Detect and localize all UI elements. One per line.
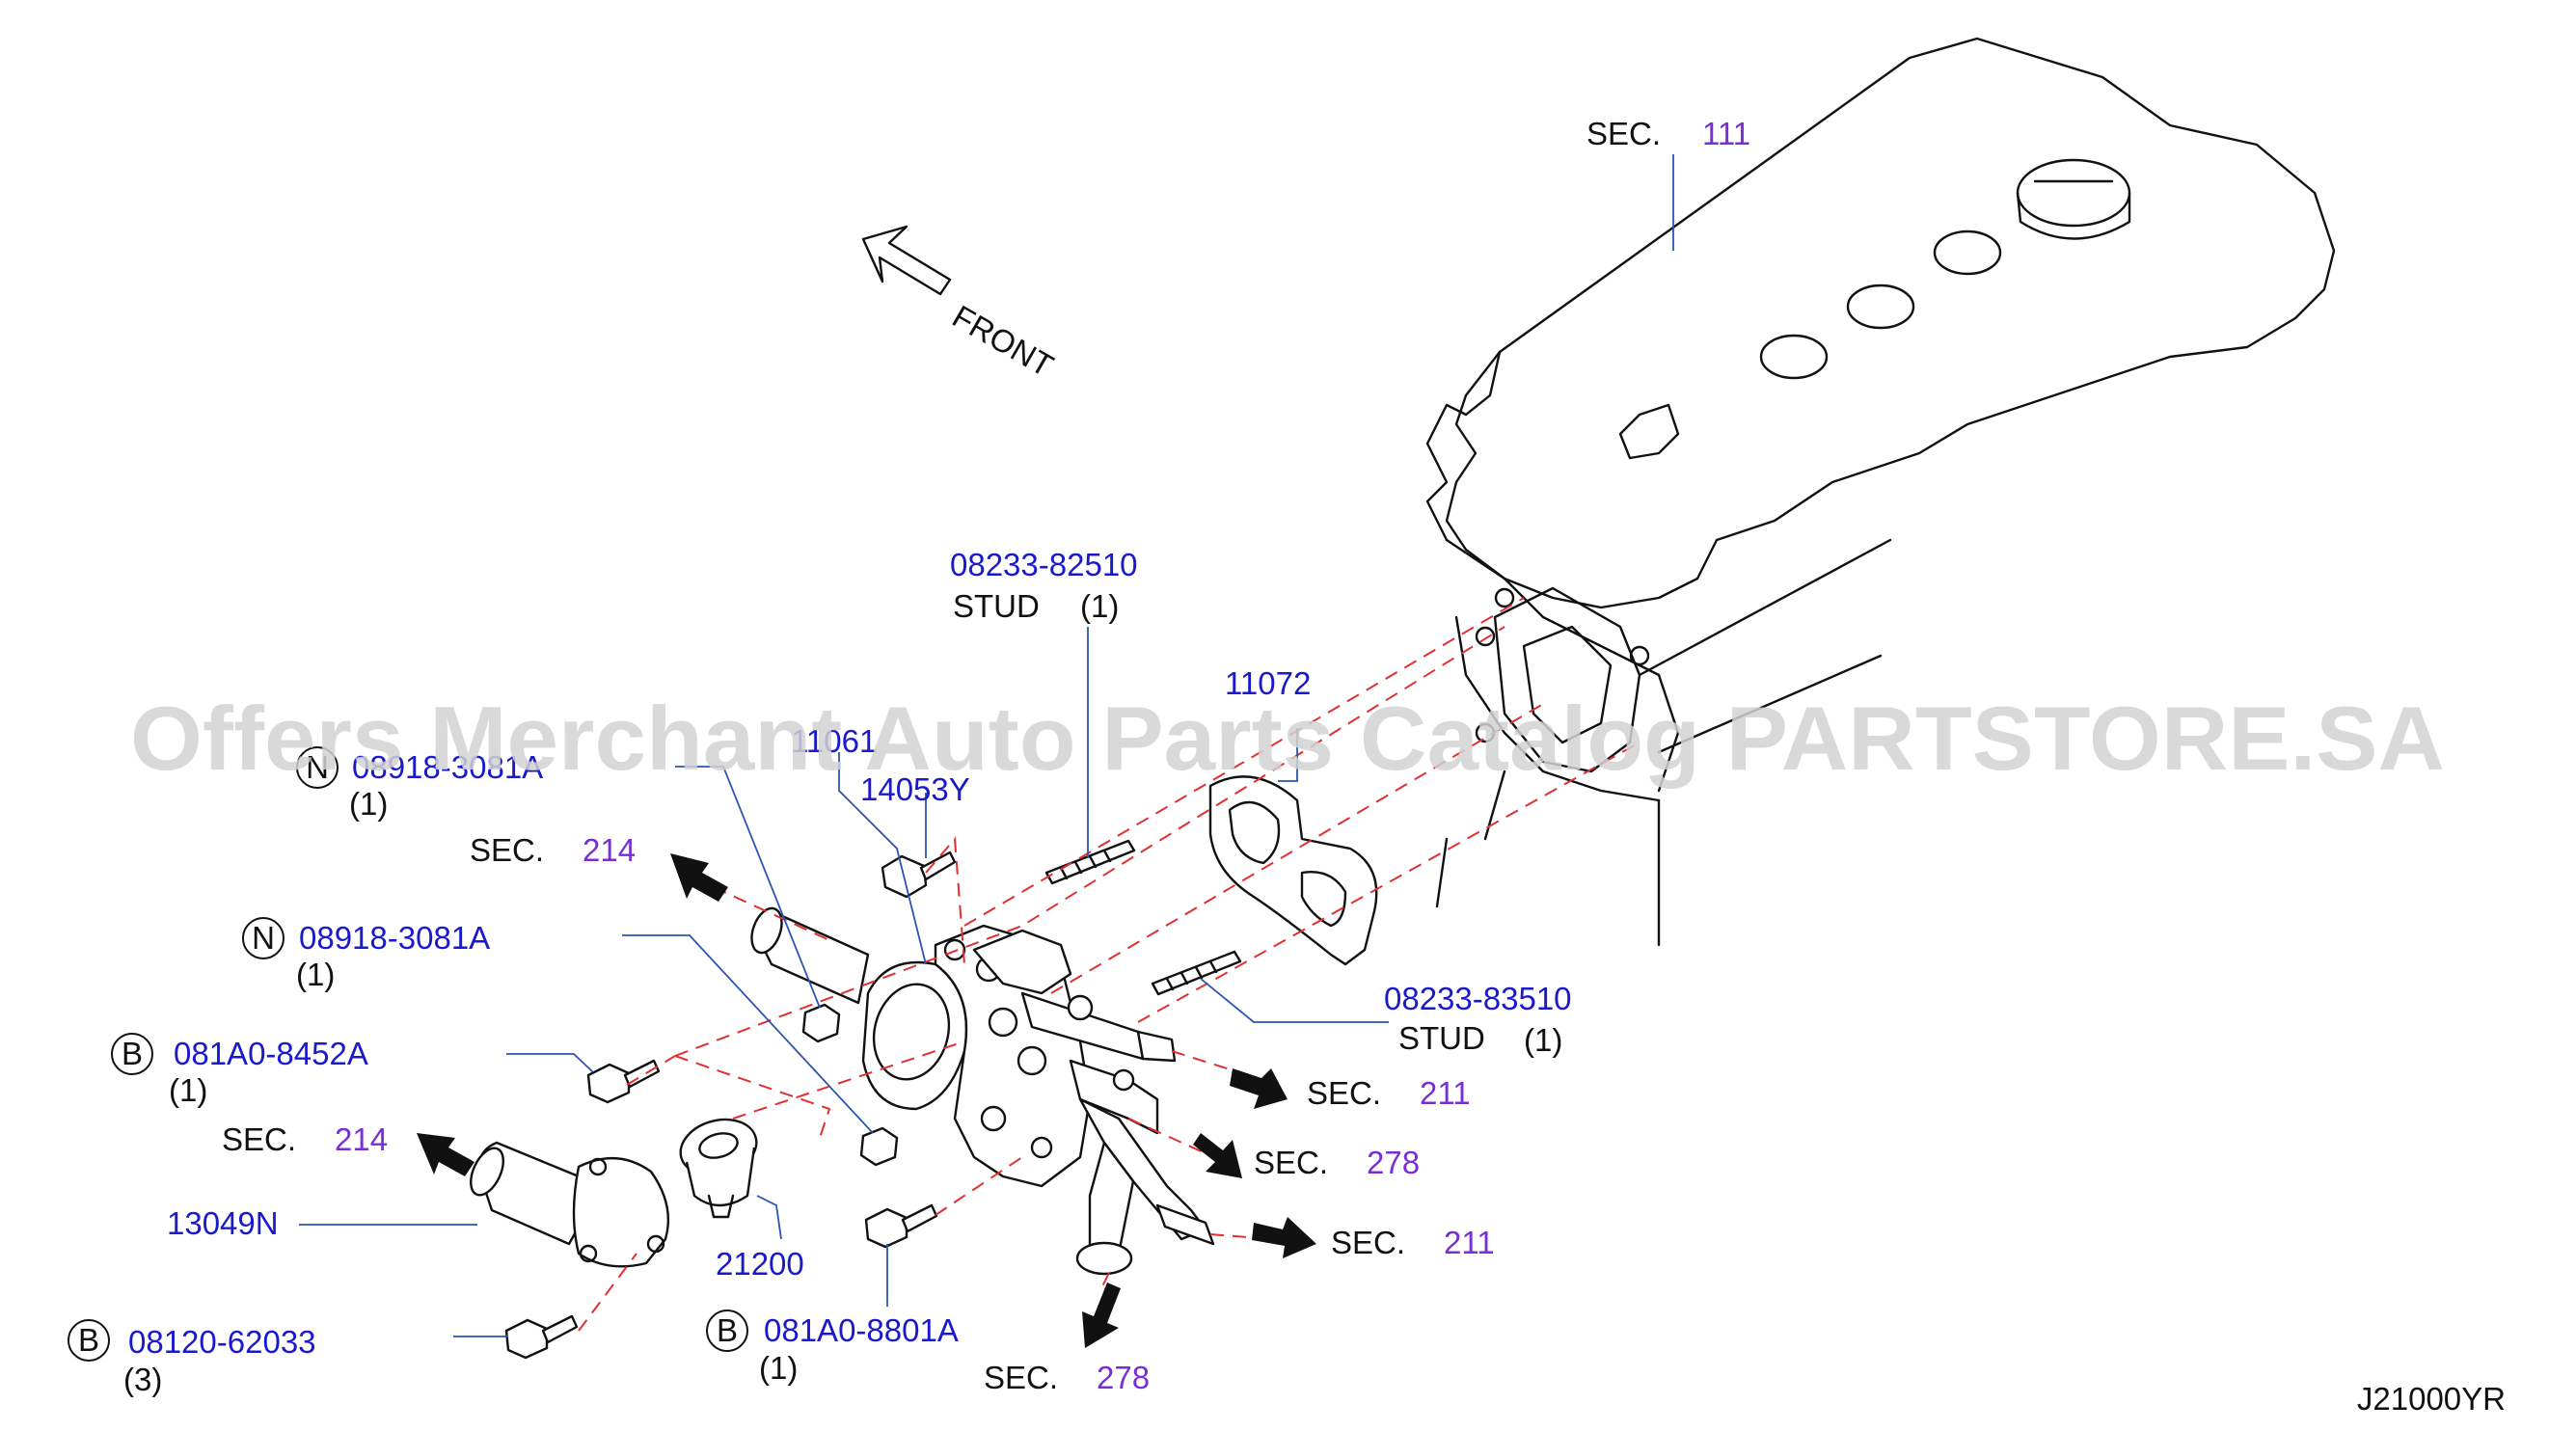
nut-top-part-number[interactable]: 08918-3081A	[352, 749, 543, 785]
bolt-8452a-qty: (1)	[169, 1072, 207, 1108]
sec-211-b-link[interactable]: 211	[1444, 1225, 1495, 1260]
stud-top-part-number[interactable]: 08233-82510	[950, 547, 1138, 582]
thermostat	[679, 1118, 758, 1219]
sec-214-left-prefix: SEC.	[222, 1121, 296, 1157]
housing-part-number[interactable]: 11061	[791, 723, 877, 759]
stud-right-qty: (1)	[1524, 1022, 1562, 1058]
bolt-62033-badge-letter: B	[78, 1322, 99, 1358]
nut-mid-badge	[242, 917, 285, 959]
sec-211-a-link[interactable]: 211	[1420, 1075, 1471, 1111]
stud-right-name: STUD	[1398, 1020, 1485, 1056]
bolt-8801a	[864, 1203, 938, 1249]
diagram-code: J21000YR	[2357, 1381, 2506, 1417]
bolt-14053y	[881, 850, 957, 899]
thermostat-housing	[750, 906, 1215, 1276]
gasket	[1208, 775, 1378, 966]
water-inlet-part-number[interactable]: 13049N	[167, 1205, 279, 1241]
sec-214-left-link[interactable]: 214	[335, 1121, 388, 1157]
bolt-62033-part-number[interactable]: 08120-62033	[128, 1324, 316, 1360]
sec-211-b-prefix: SEC.	[1331, 1225, 1405, 1260]
nut-top-qty: (1)	[349, 786, 388, 822]
bolt-8452a-badge-letter: B	[122, 1036, 143, 1071]
sec-278-b-prefix: SEC.	[984, 1360, 1058, 1395]
bolt-14053y-part-number[interactable]: 14053Y	[860, 771, 970, 807]
thermostat-part-number[interactable]: 21200	[716, 1246, 804, 1282]
sec-278-b-link[interactable]: 278	[1097, 1360, 1150, 1395]
front-direction-arrow-icon	[861, 225, 952, 296]
leader-lines	[299, 154, 1674, 1337]
bolt-62033-qty: (3)	[123, 1362, 162, 1397]
bolt-8452a	[586, 1059, 661, 1104]
alignment-guides	[578, 597, 1641, 1332]
engine-cylinder-head	[1425, 37, 2336, 947]
watermark: Offers Merchant Auto Parts Catalog PARTS…	[130, 688, 2445, 789]
water-inlet	[470, 1141, 669, 1268]
bolt-62033-badge	[68, 1319, 110, 1362]
front-label: FRONT	[947, 298, 1060, 384]
arrow-sec-278-b-icon	[1082, 1282, 1121, 1348]
stud-right-part-number[interactable]: 08233-83510	[1384, 981, 1572, 1016]
arrow-sec-211-a-icon	[1230, 1068, 1288, 1109]
stud-top-qty: (1)	[1080, 588, 1119, 624]
sec-111-link[interactable]: 111	[1702, 116, 1750, 151]
sec-111-prefix: SEC.	[1586, 116, 1661, 151]
gasket-part-number[interactable]: 11072	[1225, 665, 1311, 701]
sec-278-a-prefix: SEC.	[1254, 1145, 1328, 1180]
nut-mid-badge-letter: N	[252, 920, 275, 956]
arrow-sec-214-top-icon	[670, 853, 728, 902]
arrow-sec-211-b-icon	[1252, 1217, 1316, 1258]
nut-mid-qty: (1)	[296, 957, 335, 992]
arrow-sec-214-left-icon	[417, 1133, 475, 1176]
bolt-8452a-badge	[111, 1033, 153, 1075]
nut-mid-part-number[interactable]: 08918-3081A	[299, 920, 490, 956]
bolt-62033	[504, 1314, 579, 1360]
arrow-sec-278-a-icon	[1193, 1133, 1242, 1178]
oil-filler-cap-icon	[2016, 158, 2131, 228]
nut-mid	[859, 1126, 899, 1167]
nut-top-badge	[296, 746, 339, 789]
sec-211-a-prefix: SEC.	[1307, 1075, 1381, 1111]
nut-top-badge-letter: N	[306, 749, 329, 785]
stud-top	[1044, 839, 1136, 885]
stud-top-name: STUD	[953, 588, 1040, 624]
bolt-8801a-qty: (1)	[759, 1350, 798, 1386]
bolt-8801a-badge-letter: B	[717, 1312, 738, 1348]
sec-278-a-link[interactable]: 278	[1367, 1145, 1420, 1180]
bolt-8452a-part-number[interactable]: 081A0-8452A	[174, 1036, 368, 1071]
sec-214-top-link[interactable]: 214	[583, 832, 636, 868]
stud-right	[1151, 950, 1242, 996]
nut-top	[801, 1003, 841, 1043]
bolt-8801a-part-number[interactable]: 081A0-8801A	[764, 1312, 959, 1348]
bolt-8801a-badge	[706, 1310, 748, 1352]
sec-214-top-prefix: SEC.	[470, 832, 544, 868]
